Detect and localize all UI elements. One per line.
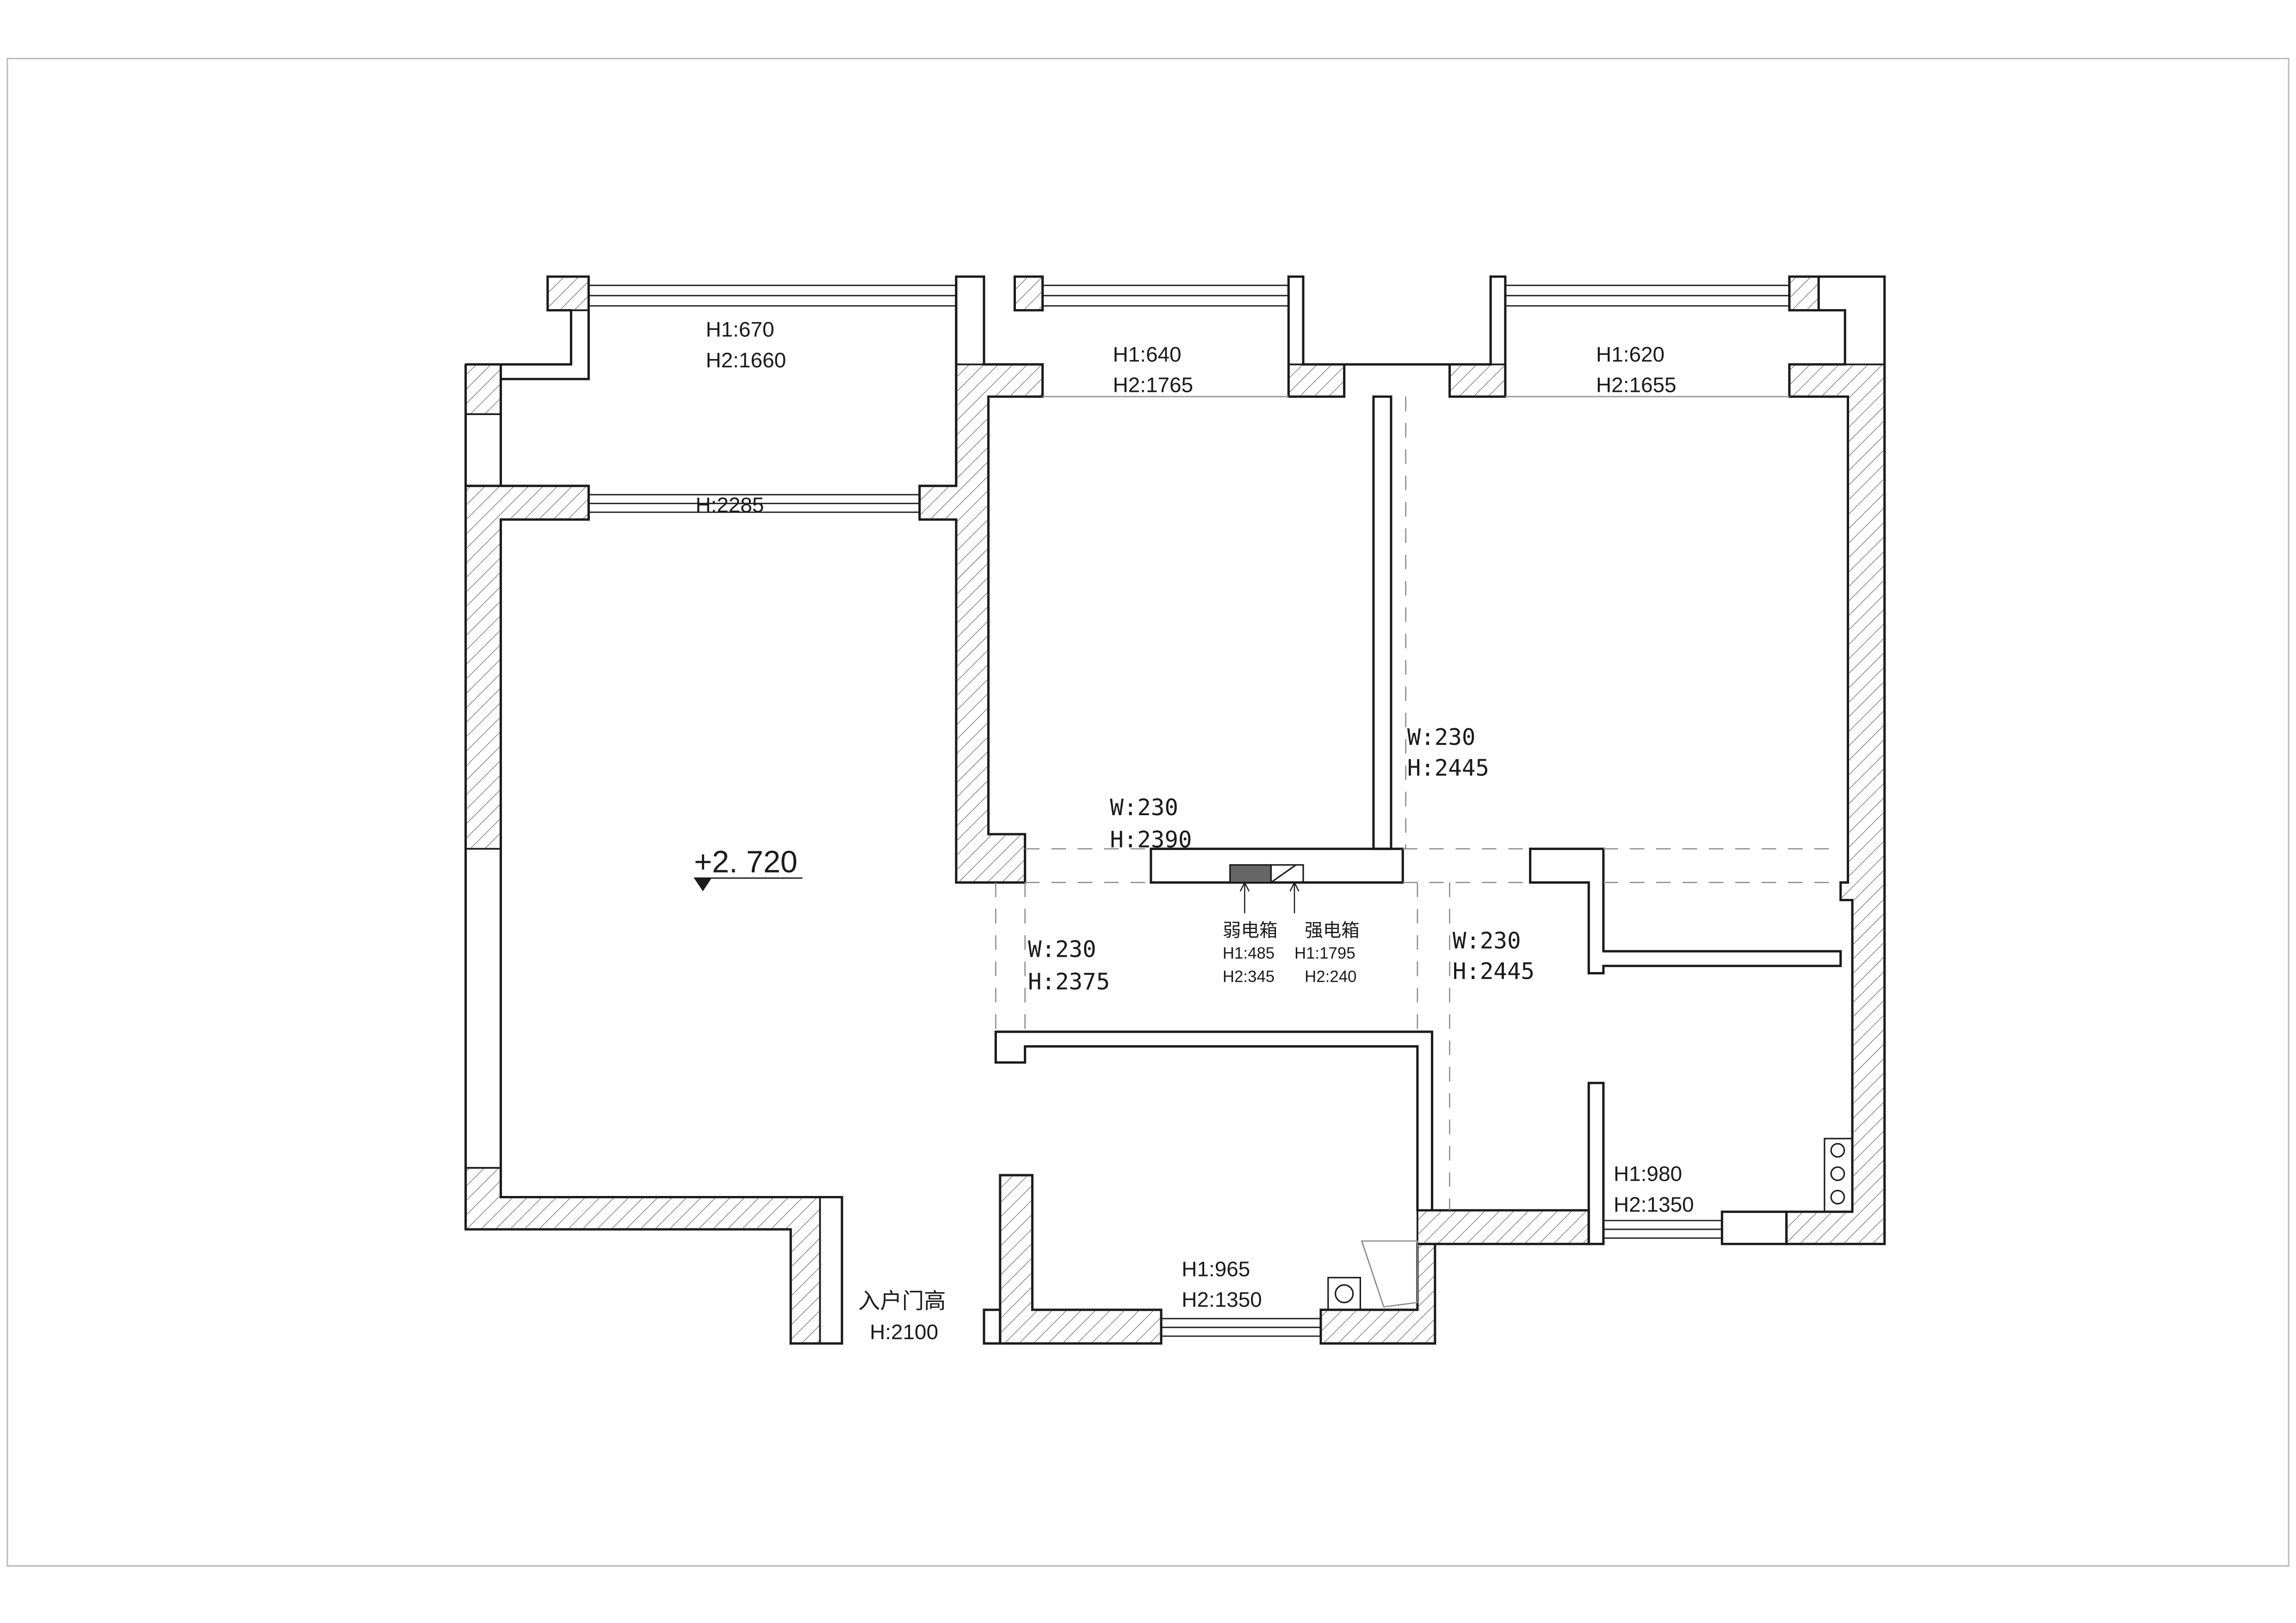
entrance-label: 入户门高 <box>858 1288 946 1314</box>
window-top-left-h2: H2:1660 <box>706 348 786 372</box>
door-mid-h: H:2390 <box>1110 826 1192 853</box>
door-corridor-right-h: H:2445 <box>1453 958 1535 985</box>
window-top-right-h2: H2:1655 <box>1596 373 1677 397</box>
window-bottom-center-h2: H2:1350 <box>1182 1288 1262 1312</box>
window-top-left-h1: H1:670 <box>706 317 774 341</box>
vent-stack-icon <box>1824 1138 1853 1213</box>
door-corridor-left-h: H:2375 <box>1028 968 1110 995</box>
gas-meter-icon <box>1327 1276 1362 1311</box>
window-bottom-right-h1: H1:980 <box>1614 1162 1682 1186</box>
door-corridor-right-w: W:230 <box>1453 927 1521 954</box>
strong-box-h1: H1:1795 <box>1294 944 1355 962</box>
door-corridor-left-w: W:230 <box>1028 936 1096 963</box>
dashed-openings <box>995 396 1841 1210</box>
door-right-h: H:2445 <box>1407 755 1489 781</box>
fixtures <box>1327 1138 1853 1311</box>
window-bottom-center-h1: H1:965 <box>1182 1257 1250 1281</box>
strong-box-h2: H2:240 <box>1305 968 1356 986</box>
weak-box-h2: H2:345 <box>1223 968 1275 986</box>
elevation-marker: +2. 720 <box>694 845 803 892</box>
structural-walls <box>464 275 1886 1344</box>
door-right-w: W:230 <box>1407 724 1476 750</box>
window-inner-h: H:2285 <box>695 493 764 517</box>
strong-box-shape <box>1270 864 1304 883</box>
strong-box-label: 强电箱 <box>1305 920 1360 941</box>
windows <box>465 285 1789 1337</box>
window-top-right-h1: H1:620 <box>1596 342 1665 366</box>
window-bottom-right-h2: H2:1350 <box>1614 1192 1694 1216</box>
window-top-mid-h2: H2:1765 <box>1113 373 1194 397</box>
weak-box-h1: H1:485 <box>1223 944 1275 962</box>
door-mid-w: W:230 <box>1110 794 1178 821</box>
electric-boxes <box>1229 864 1304 913</box>
elevation-label: +2. 720 <box>694 845 798 879</box>
sheet-border <box>6 57 2290 1567</box>
weak-box-label: 弱电箱 <box>1223 920 1278 941</box>
entrance-height: H:2100 <box>870 1319 938 1344</box>
door-swing-icon <box>1361 1240 1418 1308</box>
window-top-mid-h1: H1:640 <box>1113 342 1182 366</box>
weak-box-shape <box>1229 864 1272 883</box>
